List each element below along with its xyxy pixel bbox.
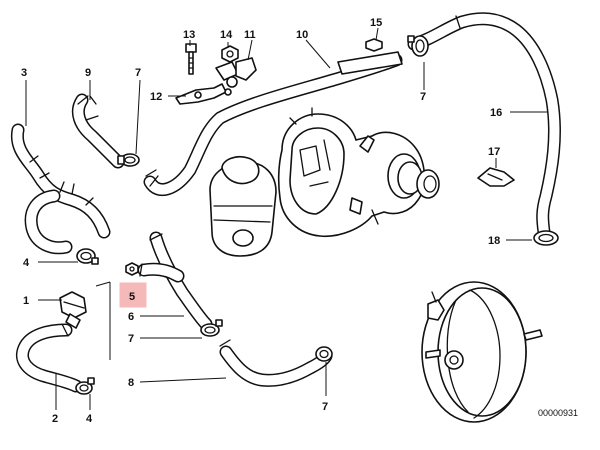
callout-6: 6 bbox=[128, 311, 134, 323]
callout-9: 9 bbox=[85, 67, 91, 79]
clamp-7-lower-right bbox=[315, 346, 333, 362]
callout-4-upper: 4 bbox=[23, 257, 30, 269]
hose-part-3 bbox=[10, 123, 111, 255]
leader-lines bbox=[25, 27, 548, 410]
callouts: 3 9 7 13 14 11 12 10 15 7 16 17 18 4 5 1… bbox=[21, 17, 502, 425]
bracket-part-12 bbox=[175, 83, 227, 105]
callout-13: 13 bbox=[183, 29, 195, 41]
callout-14: 14 bbox=[220, 29, 233, 41]
pipe-part-10 bbox=[143, 51, 403, 197]
clamp-part-18 bbox=[533, 230, 559, 246]
callout-7-upper-right: 7 bbox=[420, 91, 426, 103]
clamp-7-upper-right bbox=[407, 35, 429, 57]
clamp-4-lower bbox=[75, 377, 95, 395]
clip-part-15 bbox=[365, 38, 383, 52]
callout-7-lower-centre: 7 bbox=[128, 333, 134, 345]
clip-part-17 bbox=[477, 167, 515, 187]
hose-part-16 bbox=[407, 12, 561, 239]
clamp-7-lower-centre bbox=[200, 319, 223, 337]
hose-part-9 bbox=[71, 93, 125, 169]
callout-8: 8 bbox=[128, 377, 134, 389]
callout-5: 5 bbox=[129, 291, 135, 303]
callout-15: 15 bbox=[370, 17, 382, 29]
callout-10: 10 bbox=[296, 29, 308, 41]
callout-4-lower: 4 bbox=[86, 413, 93, 425]
callout-11: 11 bbox=[244, 29, 256, 41]
clamp-4-upper bbox=[76, 248, 99, 265]
hose-part-2 bbox=[16, 323, 83, 393]
callout-18: 18 bbox=[488, 235, 500, 247]
callout-12: 12 bbox=[150, 91, 162, 103]
valve-housing bbox=[209, 155, 277, 257]
callout-2: 2 bbox=[52, 413, 58, 425]
callout-16: 16 bbox=[490, 107, 502, 119]
catalog-number: 00000931 bbox=[538, 408, 578, 418]
highlight-box-5 bbox=[119, 282, 147, 308]
fitting-part-1 bbox=[59, 291, 87, 329]
bolt-part-13 bbox=[185, 43, 197, 75]
hose-part-8 bbox=[219, 339, 333, 387]
callout-17: 17 bbox=[488, 146, 500, 158]
nut-part-5 bbox=[125, 262, 139, 276]
brake-booster bbox=[421, 281, 543, 423]
nut-part-14 bbox=[215, 45, 239, 81]
throttle-body bbox=[277, 107, 440, 238]
callout-3: 3 bbox=[21, 67, 27, 79]
callout-7-upper-left: 7 bbox=[135, 67, 141, 79]
pipe-part-6 bbox=[137, 231, 213, 331]
clamp-7-upper-left bbox=[117, 153, 140, 167]
callout-7-lower-right: 7 bbox=[322, 401, 328, 413]
callout-1: 1 bbox=[23, 295, 29, 307]
sensor-part-11 bbox=[224, 57, 257, 96]
